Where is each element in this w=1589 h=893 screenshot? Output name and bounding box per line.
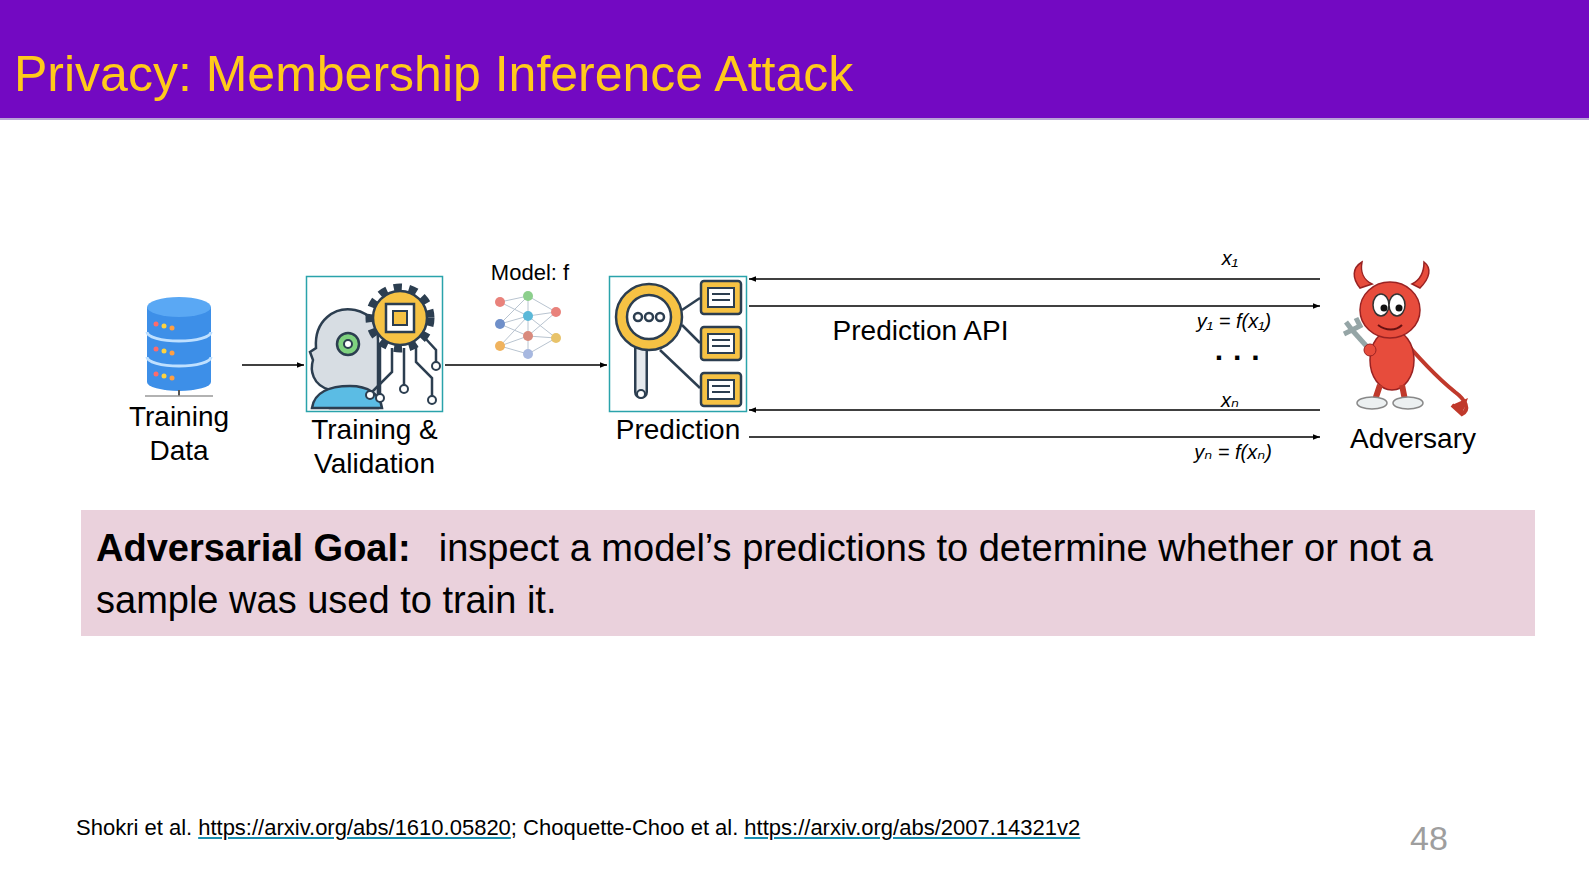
edge-label: xₙ <box>1221 388 1239 412</box>
arrow-connector <box>749 436 1320 437</box>
process-node: Prediction <box>609 276 747 447</box>
edge-label: Model: f <box>491 261 569 285</box>
database-icon <box>145 297 213 396</box>
edge-label: x₁ <box>1222 246 1238 270</box>
training-icon <box>307 277 443 412</box>
process-node: Training & Validation <box>306 276 443 481</box>
citation-link: https://arxiv.org/abs/2007.14321v2 <box>744 815 1080 840</box>
citation: Shokri et al. <box>76 815 192 840</box>
prediction-icon <box>610 277 747 412</box>
citation-link: https://arxiv.org/abs/1610.05820 <box>198 815 511 840</box>
cloud-node: Prediction API <box>748 222 1093 440</box>
citation: ; Choquette-Choo et al. <box>511 815 738 840</box>
arrow-connector <box>242 364 304 365</box>
slide-title: Privacy: Membership Inference Attack <box>14 44 853 104</box>
node-label: Training & Validation <box>306 413 443 481</box>
node-label: Prediction <box>609 413 747 447</box>
arrow-connector <box>749 278 1320 279</box>
actor-node: Adversary <box>1322 262 1504 456</box>
page-number: 48 <box>1410 820 1448 856</box>
data-node: Training Data <box>118 292 240 468</box>
reference-line: Shokri et al.https://arxiv.org/abs/1610.… <box>76 814 1080 842</box>
ellipsis: · · · <box>1215 340 1262 376</box>
edge-label: y₁ = f(x₁) <box>1197 309 1271 333</box>
edge-label: yₙ = f(xₙ) <box>1194 440 1272 464</box>
adversary-icon <box>1344 262 1468 414</box>
arrow-connector <box>749 305 1320 306</box>
node-label: Prediction API <box>833 314 1009 348</box>
node-label: Adversary <box>1322 422 1504 456</box>
goal-band: Adversarial Goal:inspect a model’s predi… <box>81 510 1535 636</box>
node-label: Training Data <box>118 400 240 468</box>
goal-heading: Adversarial Goal: <box>96 527 411 569</box>
arrow-connector <box>445 364 607 365</box>
network-icon <box>495 291 561 359</box>
